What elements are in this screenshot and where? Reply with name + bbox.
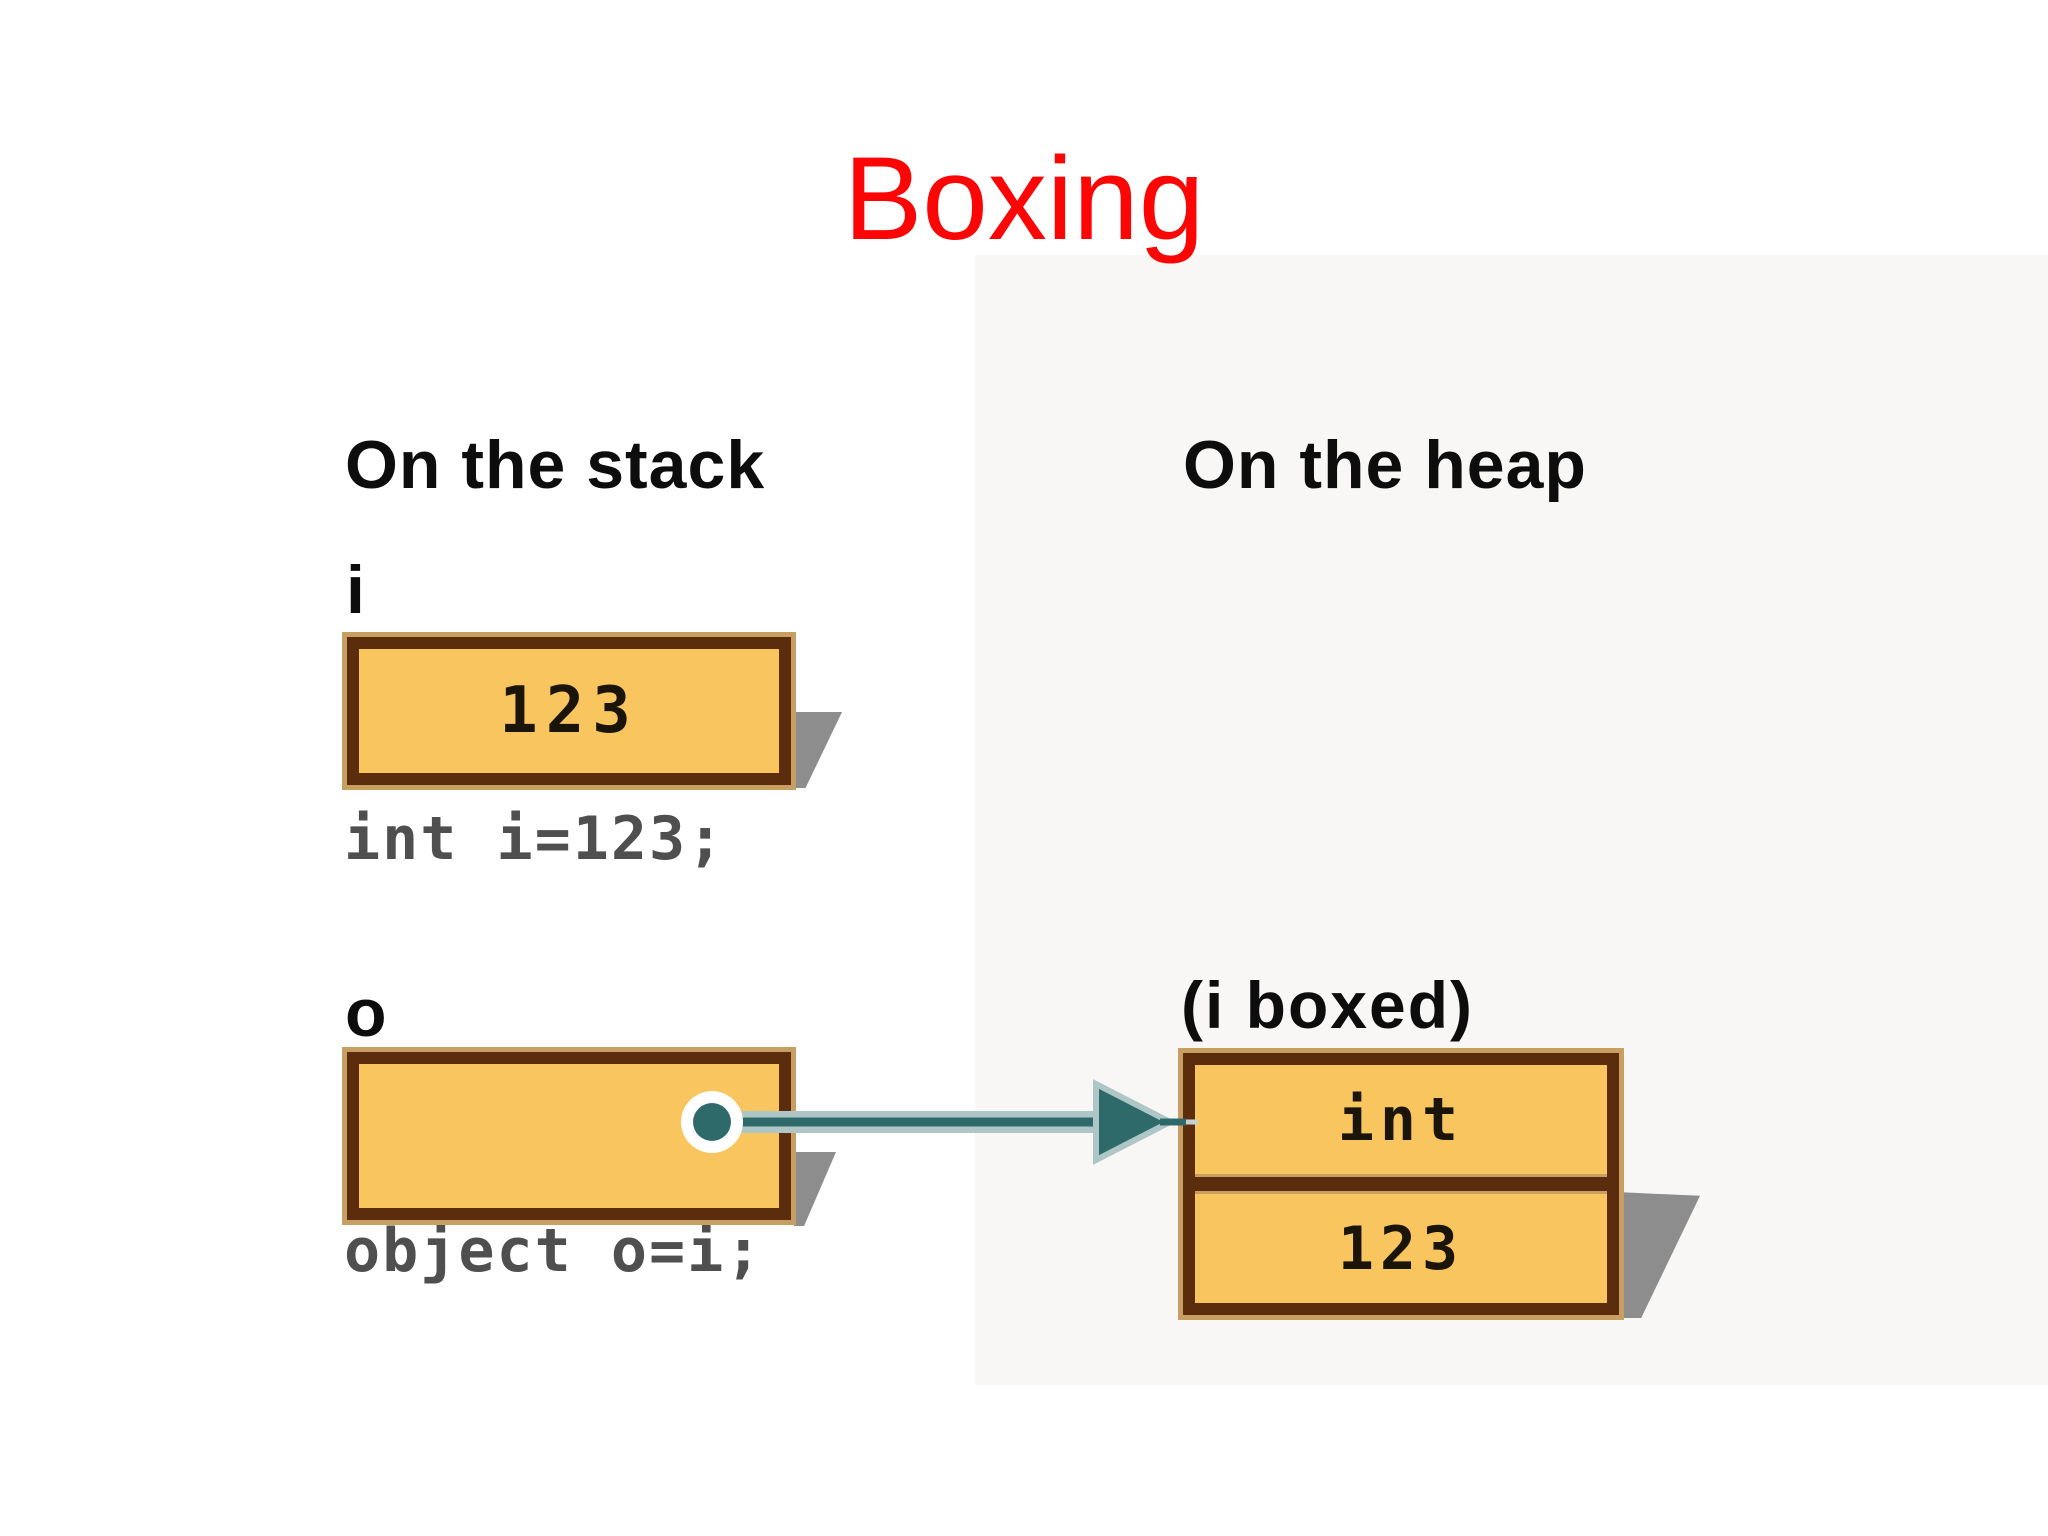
heap-box-value-cell: 123: [1195, 1194, 1607, 1303]
heap-object-label: (i boxed): [1181, 968, 1474, 1042]
heap-box-divider: [1195, 1174, 1607, 1194]
stack-box-i: 123: [347, 637, 791, 785]
stack-box-o: [347, 1052, 791, 1220]
variable-label-o: o: [345, 975, 387, 1051]
box-shadow-i: [794, 712, 842, 788]
code-line-int: int i=123;: [344, 804, 726, 874]
stack-box-i-value: 123: [499, 674, 639, 748]
heap-box-boxed-int: int 123: [1183, 1053, 1619, 1315]
variable-label-i: i: [346, 552, 365, 628]
heap-box-type-text: int: [1337, 1084, 1465, 1155]
box-shadow-o: [794, 1152, 836, 1226]
code-line-object: object o=i;: [344, 1216, 764, 1286]
column-header-stack: On the stack: [345, 427, 766, 503]
column-header-heap: On the heap: [1183, 427, 1587, 503]
heap-box-type-cell: int: [1195, 1065, 1607, 1174]
slide-title: Boxing: [843, 133, 1205, 265]
heap-box-value-text: 123: [1337, 1213, 1465, 1284]
